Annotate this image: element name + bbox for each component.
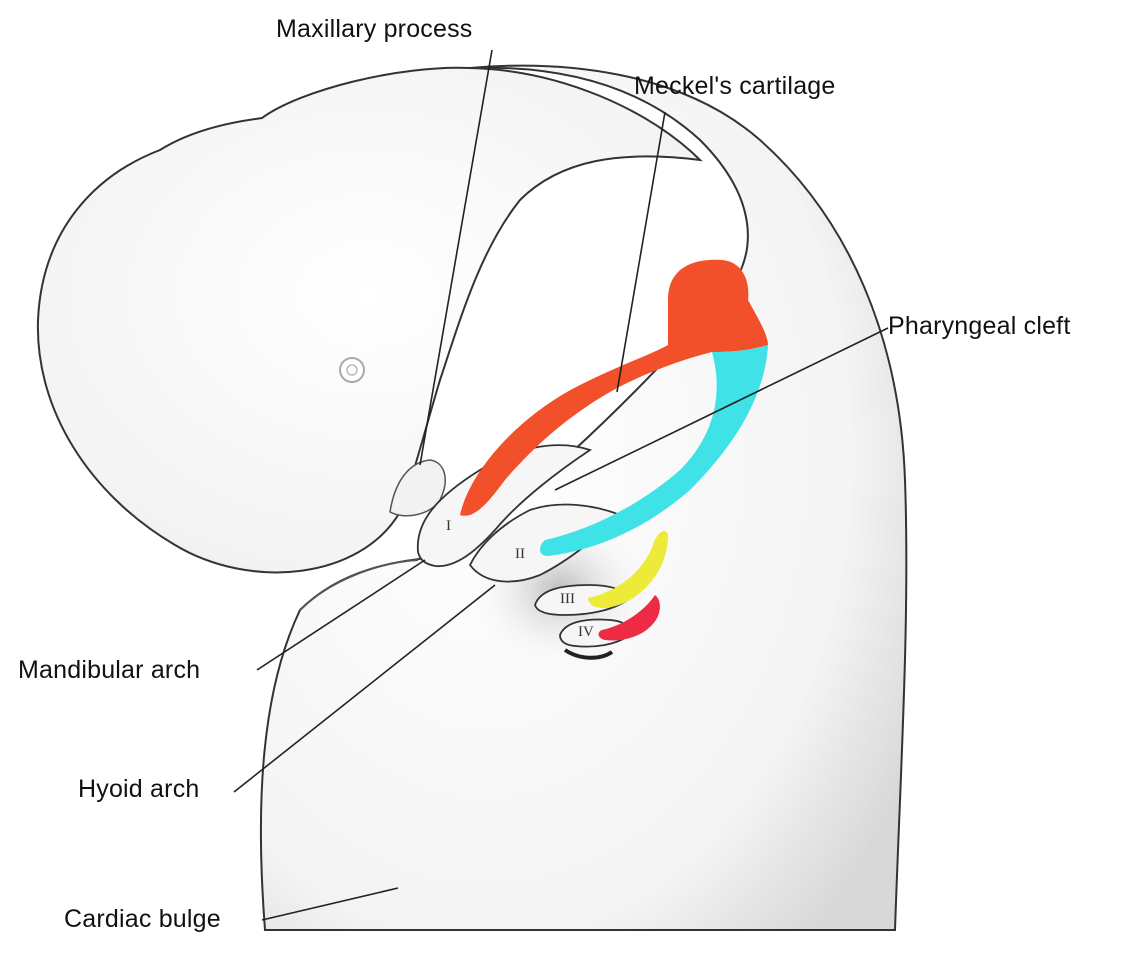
label-meckels-cartilage: Meckel's cartilage [634,72,836,101]
label-cardiac-bulge: Cardiac bulge [64,905,221,934]
arch-numeral-1: I [446,518,451,534]
label-pharyngeal-cleft: Pharyngeal cleft [888,312,1070,341]
arch-numeral-3: III [560,591,575,607]
label-maxillary-process: Maxillary process [276,15,473,44]
arch-numeral-4: IV [578,624,594,640]
label-hyoid-arch: Hyoid arch [78,775,200,804]
eye-placode [340,358,364,382]
label-mandibular-arch: Mandibular arch [18,656,200,685]
arch-numeral-2: II [515,546,525,562]
